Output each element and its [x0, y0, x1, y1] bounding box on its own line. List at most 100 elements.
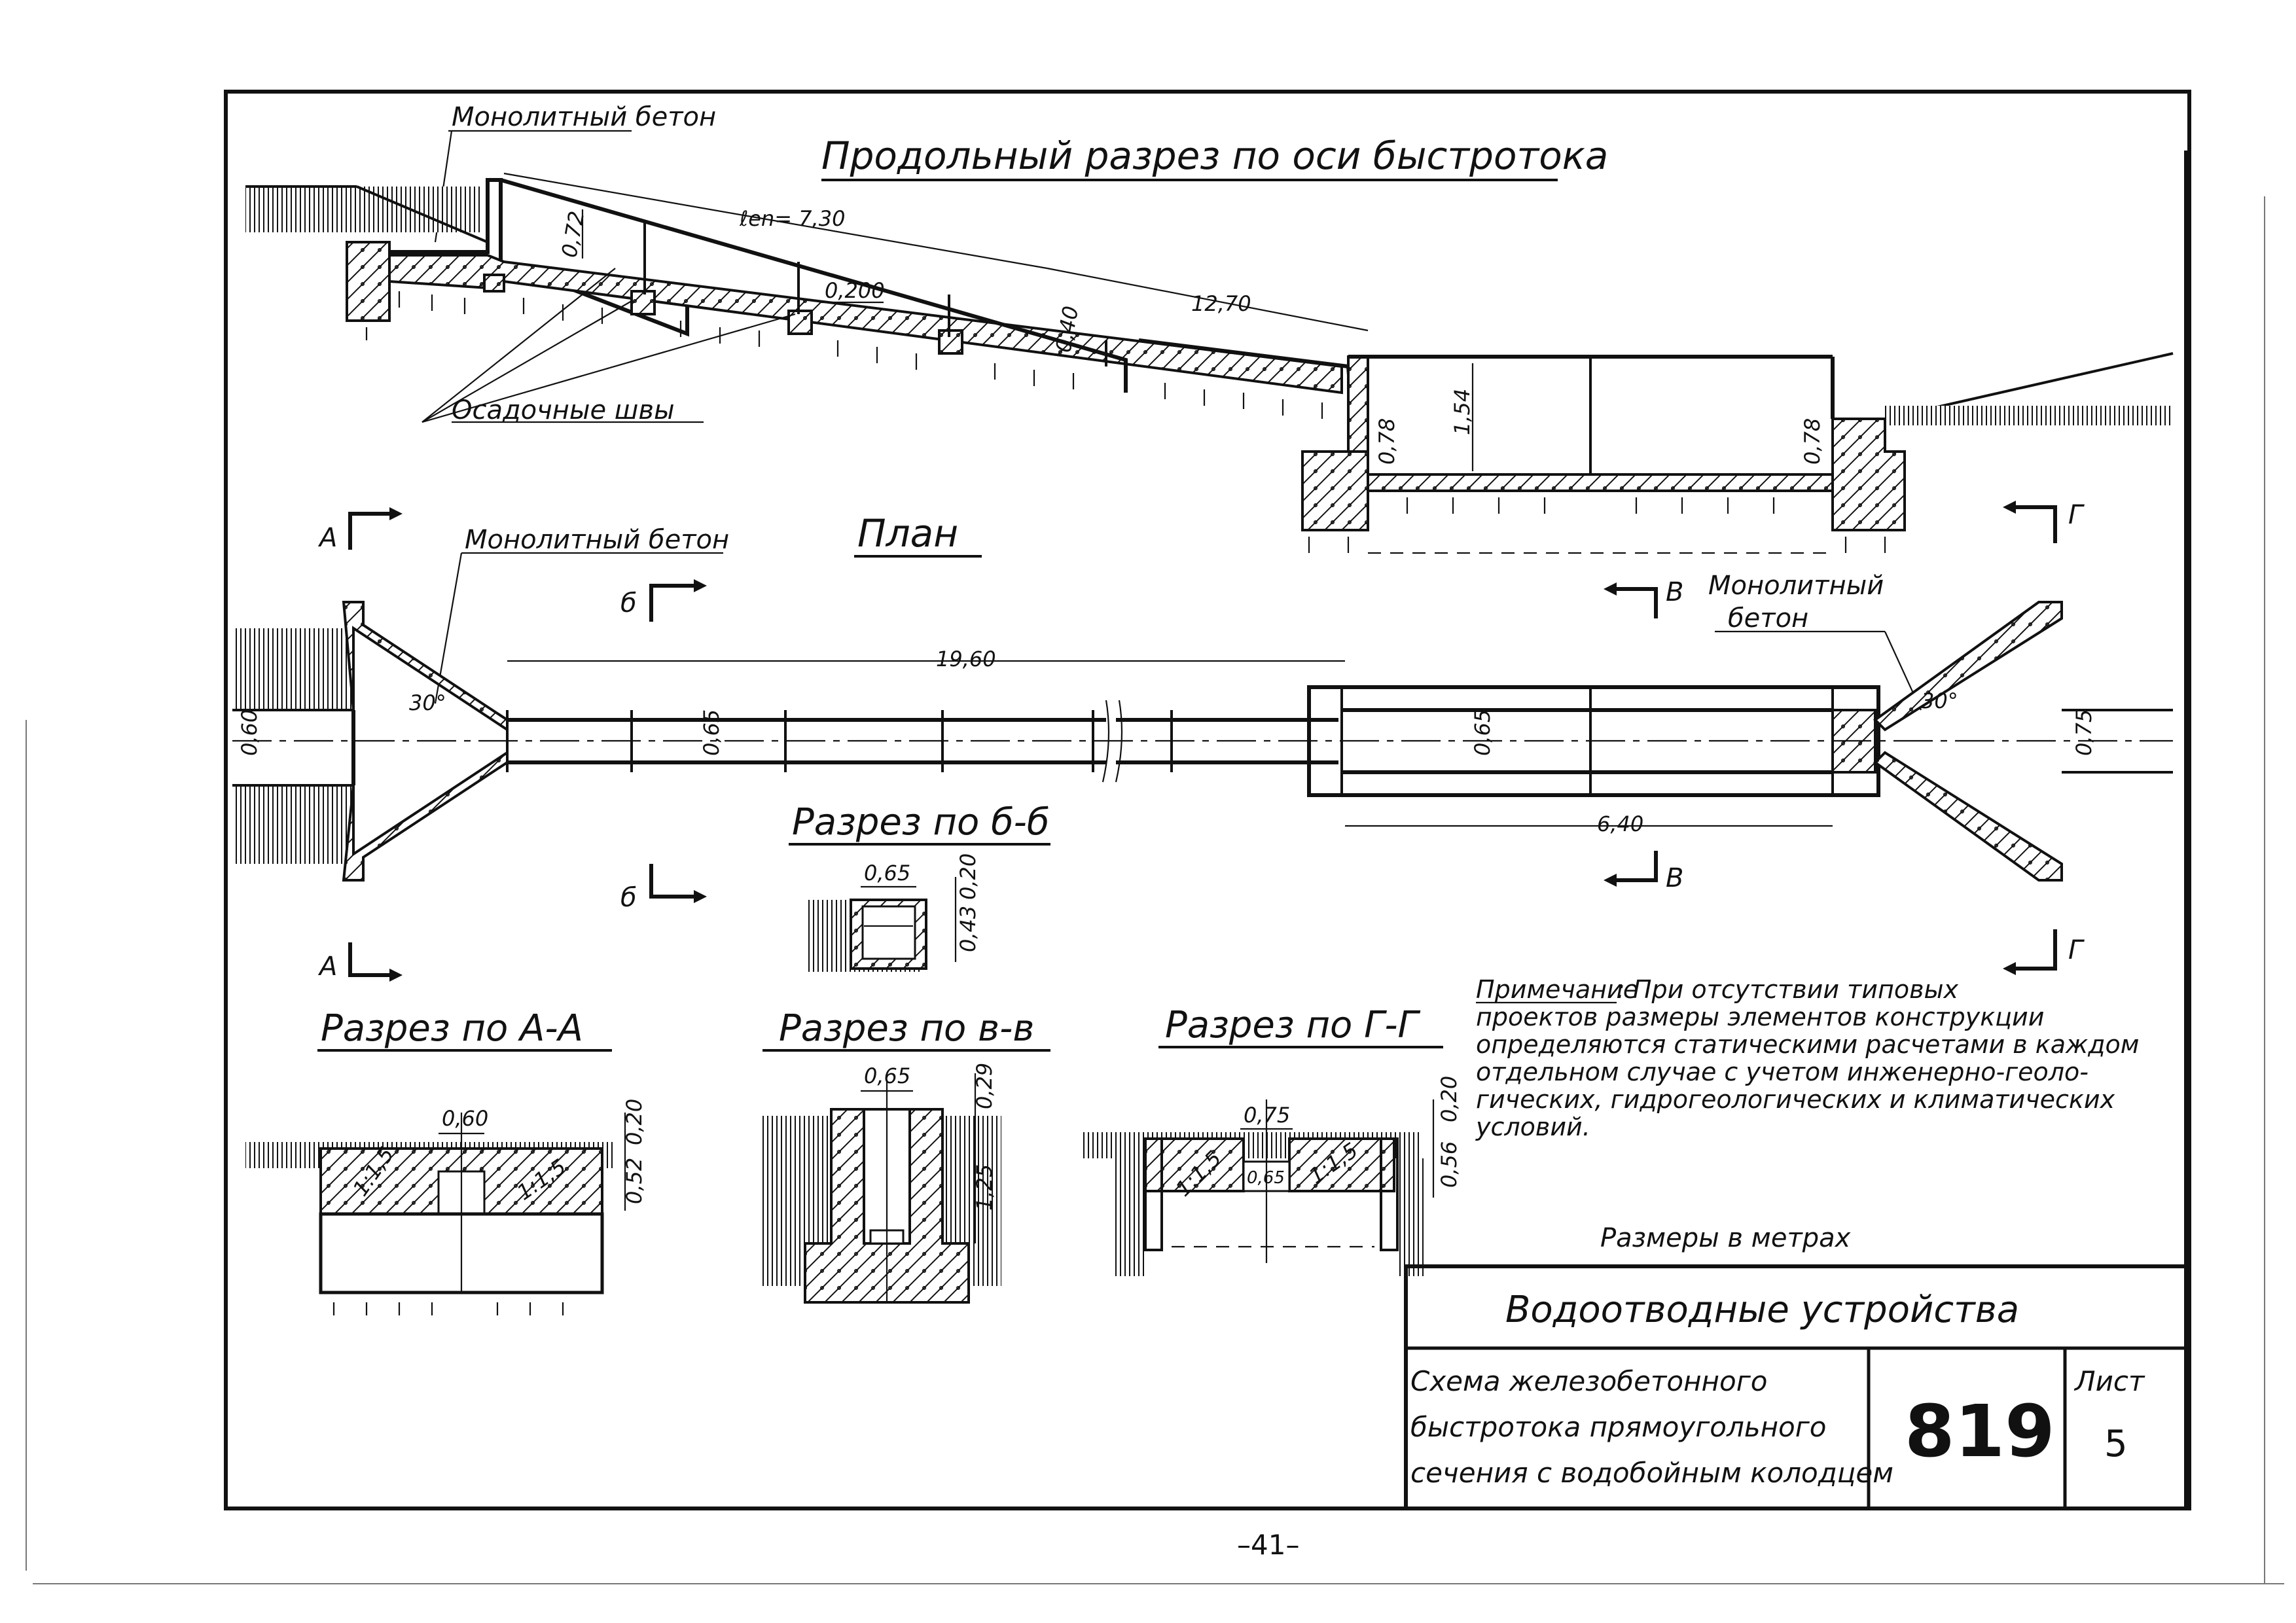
note-line-1: проектов размеры элементов конструкции: [1476, 1003, 2044, 1031]
label-settlement-joints: Осадочные швы: [452, 395, 675, 425]
ground-left-slope: [356, 185, 488, 243]
plan-title: План: [857, 511, 958, 556]
gg-dim-inner: 0,65: [1247, 1168, 1285, 1188]
aa-dim-h2: 0,52: [622, 1158, 647, 1204]
dim-0-60-plan: 0,60: [237, 709, 262, 756]
aa-soil-ticks: [332, 1302, 564, 1315]
label-monolithic-top: Монолитный бетон: [452, 102, 716, 132]
ground-right: [1885, 406, 2173, 425]
label-monolithic-plan: Монолитный бетон: [465, 525, 729, 555]
gg-soil-left: [1113, 1158, 1145, 1276]
units-label: Размеры в метрах: [1600, 1223, 1851, 1253]
gg-dim-h2: 0,56: [1437, 1141, 1462, 1188]
svg-text:Г: Г: [2068, 500, 2085, 530]
note-line-0: : При отсутствии типовых: [1617, 975, 1958, 1004]
svg-text:В: В: [1666, 863, 1683, 893]
cut-mark-B-top: б: [620, 579, 707, 622]
note-block: Примечание : При отсутствии типовых прое…: [1475, 975, 2139, 1253]
longitudinal-title: Продольный разрез по оси быстротока: [821, 134, 1608, 178]
gg-soil-right: [1397, 1158, 1424, 1276]
chute-top-edge-2: [1138, 338, 1349, 368]
chute-floor-slab: [388, 254, 1343, 395]
bb-channel: [861, 905, 916, 960]
vv-dim-h2: 1,25: [972, 1164, 997, 1211]
angle-left: 30°: [409, 690, 446, 715]
section-gg-title: Разрез по Г-Г: [1165, 1004, 1421, 1046]
plan-right-wing-bottom: [1873, 751, 2063, 882]
dim-len-line: [503, 172, 1048, 270]
joint-block-4: [938, 329, 963, 355]
bb-dim-h1: 0,20: [956, 853, 980, 900]
plan-left-wing-bottom: [342, 750, 509, 882]
dim-0-78-left: 0,78: [1374, 418, 1399, 465]
section-bb: Разрез по б-б 0,65 0,20 0,43: [789, 801, 1050, 972]
plan-view: План Монолитный бетон Монолитный бетон: [232, 500, 2173, 982]
title-block-title: Водоотводные устройства: [1505, 1289, 2019, 1331]
gg-dim-h1: 0,20: [1437, 1076, 1462, 1122]
longitudinal-section: Продольный разрез по оси быстротока Моно…: [245, 102, 2174, 554]
svg-text:Г: Г: [2068, 935, 2085, 965]
leader-joint-3: [422, 313, 796, 423]
basin-soil-ticks: [1308, 497, 1886, 553]
leader-joint-2: [422, 300, 632, 423]
vv-dim-width: 0,65: [864, 1063, 910, 1088]
note-line-5: условий.: [1475, 1113, 1590, 1141]
cut-mark-V-bottom: В: [1604, 851, 1683, 893]
leader-joint-1: [422, 268, 616, 423]
dim-0-72: 0,72: [556, 209, 589, 260]
dim-19-60: 19,60: [936, 647, 996, 671]
angle-right: 30°: [1921, 688, 1958, 713]
section-vv: Разрез по в-в 0,65 0,29 1,25: [759, 1007, 1050, 1304]
svg-text:А: А: [317, 952, 337, 982]
bb-dim-h2: 0,43: [956, 906, 980, 952]
joint-block-3: [787, 310, 813, 335]
cut-mark-V-top: В: [1604, 577, 1683, 618]
dim-1270-line: [1047, 267, 1369, 332]
left-head-block: [346, 241, 391, 322]
title-block-desc-2: быстротока прямоугольного: [1410, 1411, 1827, 1443]
gg-wall-left: [1144, 1137, 1163, 1251]
cut-mark-A-top: А: [317, 507, 403, 553]
plan-ground-left-top: [232, 628, 353, 710]
chute-soil-ticks: [365, 291, 1323, 419]
svg-text:б: б: [620, 883, 637, 913]
cut-mark-B-bottom: б: [620, 864, 707, 913]
cut-mark-G-top: Г: [2003, 500, 2085, 543]
dim-len: ℓen= 7,30: [739, 206, 845, 231]
label-monolithic-right-2: бетон: [1728, 603, 1808, 633]
ground-left: [245, 187, 481, 232]
dim-12-70: 12,70: [1191, 291, 1251, 316]
svg-text:В: В: [1666, 577, 1683, 607]
vv-dim-h1: 0,29: [972, 1063, 997, 1109]
section-gg: Разрез по Г-Г 0,75 0,65 1:1,5 1:1,5 0,20…: [1080, 1004, 1462, 1276]
plan-ground-left-bottom: [232, 785, 353, 864]
note-line-3: отдельном случае с учетом инженерно-геол…: [1476, 1058, 2089, 1086]
cut-mark-G-bottom: Г: [2003, 929, 2085, 975]
title-block-number: 819: [1905, 1389, 2055, 1473]
page-number: –41–: [1237, 1529, 1299, 1561]
basin-right-wall: [1831, 418, 1906, 531]
bb-dim-width: 0,65: [864, 861, 910, 885]
aa-dim-h1: 0,20: [622, 1099, 647, 1145]
basin-floor: [1367, 473, 1834, 492]
svg-text:б: б: [620, 588, 637, 618]
dim-1-54: 1,54: [1450, 389, 1475, 435]
section-aa: Разрез по А-А 0,60 1:1,5 1:1,5 0,20 0,52: [245, 1007, 647, 1315]
title-block-sheet-label: Лист: [2073, 1365, 2145, 1397]
title-block-desc-3: сечения с водобойным колодцем: [1410, 1457, 1893, 1489]
section-aa-title: Разрез по А-А: [321, 1007, 583, 1050]
title-block-desc-1: Схема железобетонного: [1410, 1365, 1767, 1397]
gg-dim-width: 0,75: [1244, 1103, 1290, 1128]
dim-6-40: 6,40: [1597, 812, 1643, 836]
label-monolithic-right-1: Монолитный: [1708, 571, 1884, 601]
note-line-4: гических, гидрогеологических и климатиче…: [1476, 1085, 2115, 1114]
gg-wall-right: [1380, 1137, 1399, 1251]
section-bb-title: Разрез по б-б: [792, 801, 1049, 844]
title-block-frame: [1404, 1264, 2188, 1510]
dim-0-75-plan: 0,75: [2072, 709, 2096, 756]
basin-left-wall: [1347, 355, 1369, 453]
note-line-2: определяются статическими расчетами в ка…: [1476, 1030, 2139, 1059]
aa-dim-width: 0,60: [442, 1106, 488, 1131]
dim-0-200: 0,200: [825, 278, 885, 303]
